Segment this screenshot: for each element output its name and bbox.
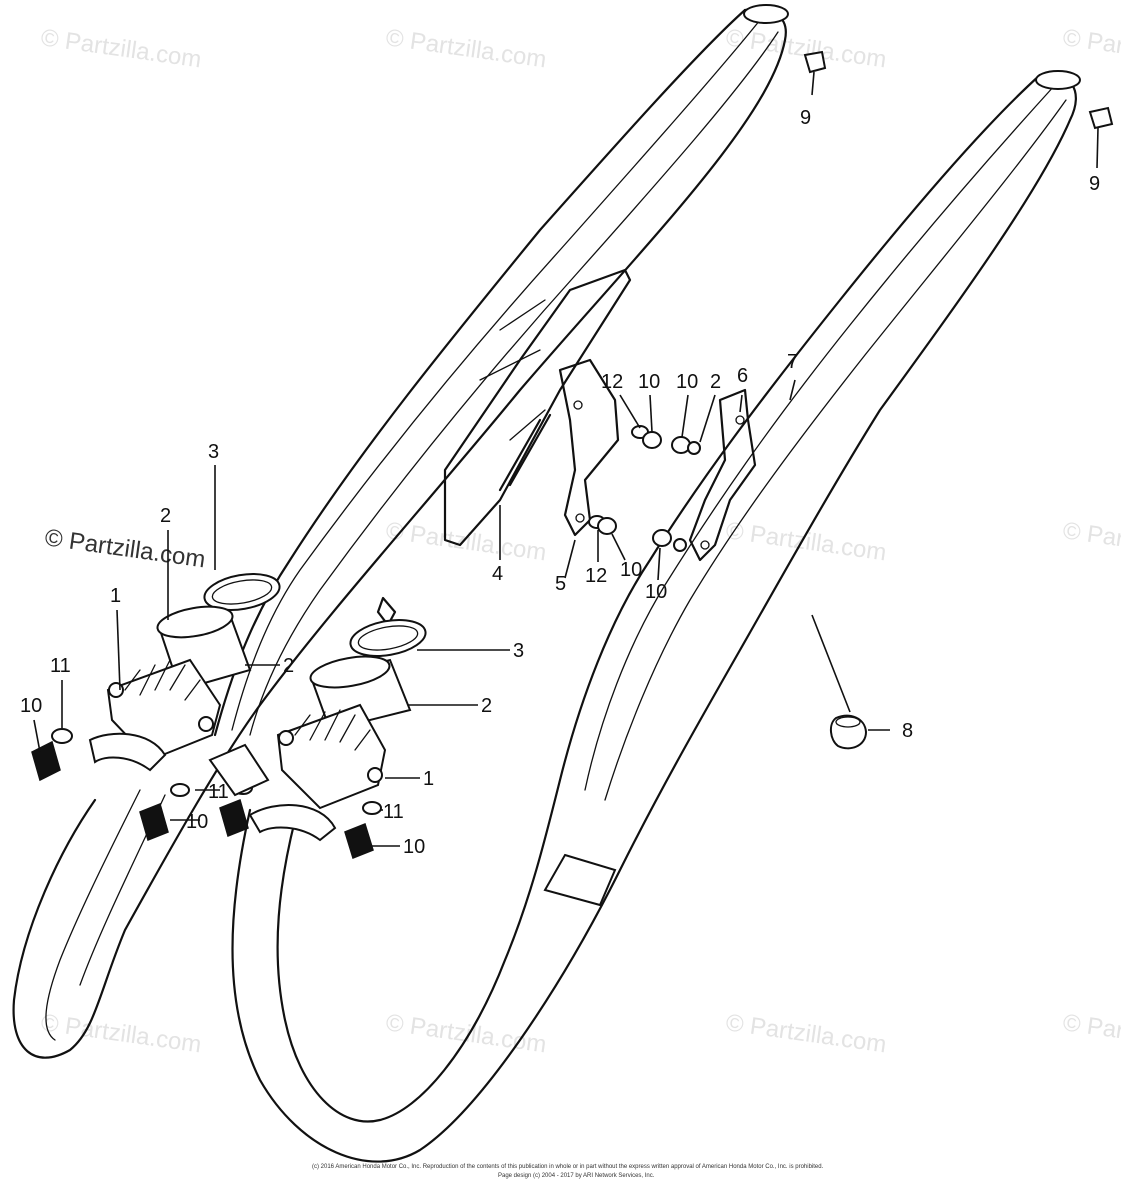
callout-10-right: 10 <box>403 836 425 858</box>
callout-12-upper: 12 <box>601 371 623 393</box>
exhaust-gasket-3 <box>203 573 281 611</box>
nut-10 <box>671 436 691 454</box>
washer-11 <box>170 783 190 797</box>
left-header-collar <box>208 743 270 797</box>
callout-4: 4 <box>492 563 503 585</box>
nut-10 <box>139 802 169 842</box>
watermark-text: © Partzilla.com <box>1061 24 1121 73</box>
washer-2 <box>687 441 701 455</box>
left-header-inlet <box>88 732 167 772</box>
bracket-hardware <box>588 425 701 552</box>
washer-11 <box>51 728 73 744</box>
callout-2-left-top: 2 <box>160 505 171 527</box>
callout-5: 5 <box>555 573 566 595</box>
left-exhaust-joint <box>31 573 281 842</box>
callout-10-bracket-lower: 10 <box>620 559 642 581</box>
watermark-text: © Partzilla.com <box>384 517 548 566</box>
right-exhaust-joint <box>208 596 427 859</box>
watermark-text: © Partzilla.com <box>1061 1009 1121 1058</box>
callout-1-left: 1 <box>110 585 121 607</box>
washer <box>673 538 687 552</box>
watermark-text: © Partzilla.com <box>39 24 203 73</box>
right-muffler <box>231 70 1081 1163</box>
callout-3-left: 3 <box>208 441 219 463</box>
copyright-line: (c) 2016 American Honda Motor Co., Inc. … <box>312 1164 824 1170</box>
watermark-text: © Partzilla.com <box>724 1009 888 1058</box>
right-header-inlet <box>248 804 337 842</box>
bolt-9 <box>803 50 827 74</box>
right-muffler-end-cap <box>1035 70 1081 90</box>
muffler-band <box>543 853 617 907</box>
callout-3-right: 3 <box>513 640 524 662</box>
watermark-text: © Partzilla.com <box>724 24 888 73</box>
callout-7: 7 <box>787 351 798 373</box>
callout-9-left: 9 <box>800 107 811 129</box>
callout-10-bracket-upper-b: 10 <box>676 371 698 393</box>
callout-10-left-lower: 10 <box>186 811 208 833</box>
nut-10 <box>344 823 374 859</box>
callout-10-left: 10 <box>20 695 42 717</box>
page-design-line: Page design (c) 2004 - 2017 by ARI Netwo… <box>498 1173 655 1179</box>
left-muffler-end-cap <box>743 4 789 24</box>
callout-11-left-lower: 11 <box>208 781 229 803</box>
watermark-layer: © Partzilla.com © Partzilla.com © Partzi… <box>39 24 1121 1058</box>
callout-8: 8 <box>902 720 913 742</box>
washer-11 <box>362 801 382 815</box>
nut-10 <box>219 798 249 838</box>
watermark-text: © Partzilla.com <box>724 517 888 566</box>
exhaust-flange-1 <box>276 703 387 810</box>
watermark-text: © Partzilla.com <box>39 1009 203 1058</box>
copyright-footer: (c) 2016 American Honda Motor Co., Inc. … <box>312 1164 824 1179</box>
callout-11-left: 11 <box>50 655 71 677</box>
bracket-6 <box>688 388 757 562</box>
nut-10 <box>642 431 662 449</box>
watermark-text: © Partzilla.com <box>384 24 548 73</box>
callout-10-bracket-bottom: 10 <box>645 581 667 603</box>
callout-2-left-mid: 2 <box>283 655 294 677</box>
nut-10 <box>597 517 617 535</box>
watermark-text-dark: © Partzilla.com <box>43 524 207 573</box>
exhaust-gasket-3 <box>349 619 427 657</box>
callout-1-right: 1 <box>423 768 434 790</box>
left-muffler <box>12 4 789 1059</box>
bolt-9 <box>1088 106 1114 130</box>
callout-10-bracket-upper-a: 10 <box>638 371 660 393</box>
callout-labels: 3 2 1 11 10 2 11 10 3 2 1 11 10 4 5 12 1… <box>20 107 1100 858</box>
callout-12-lower: 12 <box>585 565 607 587</box>
callout-9-right: 9 <box>1089 173 1100 195</box>
watermark-text: © Partzilla.com <box>1061 517 1121 566</box>
bolts-and-plug <box>803 50 1114 750</box>
drain-plug-8 <box>830 714 868 750</box>
callout-2-right: 2 <box>481 695 492 717</box>
heat-shield <box>443 268 632 547</box>
leader-lines <box>33 71 1099 847</box>
callout-6: 6 <box>737 365 748 387</box>
callout-11-right: 11 <box>383 801 404 823</box>
callout-2-bracket: 2 <box>710 371 721 393</box>
nut-10 <box>31 740 61 782</box>
nut-10 <box>652 529 672 547</box>
